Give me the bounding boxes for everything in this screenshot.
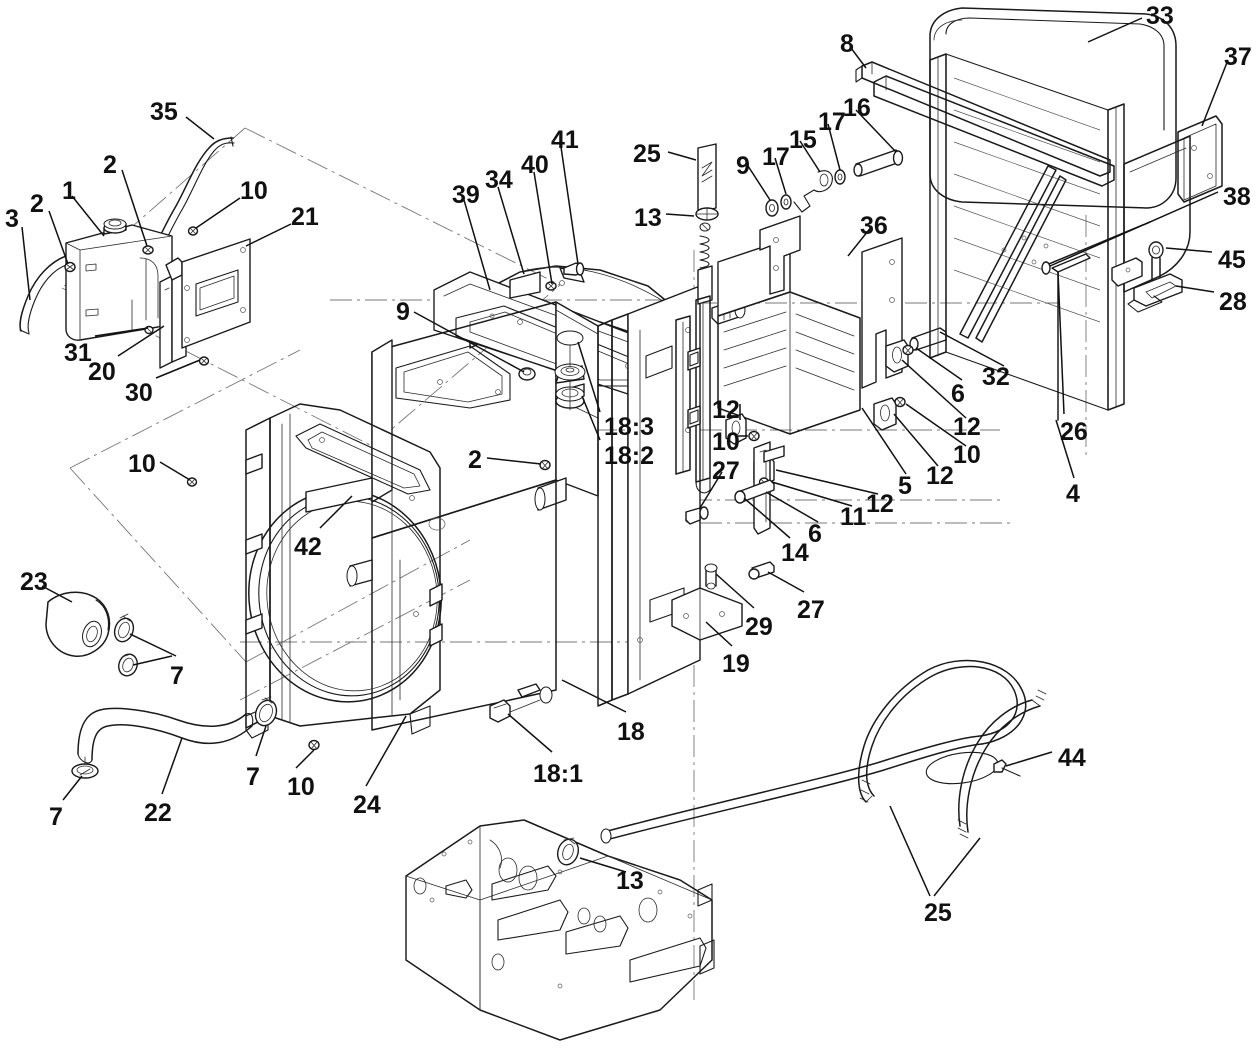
callout-24: 24 xyxy=(353,791,381,819)
callout-6: 6 xyxy=(951,380,965,408)
chassis-plate xyxy=(405,819,715,1041)
callout-13: 13 xyxy=(634,204,662,232)
callout-6: 6 xyxy=(808,520,822,548)
callout-10: 10 xyxy=(953,441,981,469)
callout-17: 17 xyxy=(818,108,846,136)
callout-36: 36 xyxy=(860,212,888,240)
callout-2: 2 xyxy=(468,446,482,474)
callout-44: 44 xyxy=(1058,744,1086,772)
callout-18-3: 18:3 xyxy=(604,413,655,441)
callout-27: 27 xyxy=(712,457,740,485)
callout-29: 29 xyxy=(745,613,773,641)
callout-23: 23 xyxy=(20,568,48,596)
callout-19: 19 xyxy=(722,650,750,678)
callout-20: 20 xyxy=(88,358,116,386)
hose-group xyxy=(45,591,320,779)
lower-hose-wires xyxy=(600,659,1047,841)
callout-27: 27 xyxy=(797,596,825,624)
callout-11: 11 xyxy=(840,503,867,531)
callout-1: 1 xyxy=(62,177,76,205)
callout-33: 33 xyxy=(1146,2,1174,30)
radiator-core xyxy=(371,285,743,731)
callout-7: 7 xyxy=(49,803,63,831)
callout-41: 41 xyxy=(551,126,579,154)
callout-12: 12 xyxy=(953,413,981,441)
callout-40: 40 xyxy=(521,151,549,179)
callout-18-1: 18:1 xyxy=(533,760,584,788)
callout-18: 18 xyxy=(617,718,645,746)
callout-39: 39 xyxy=(452,181,480,209)
callout-37: 37 xyxy=(1224,43,1252,71)
expansion-tank-group xyxy=(19,136,251,487)
callout-16: 16 xyxy=(843,94,871,122)
callout-10: 10 xyxy=(287,773,315,801)
callout-31: 31 xyxy=(64,339,92,367)
callout-10: 10 xyxy=(240,177,268,205)
callout-25: 25 xyxy=(924,899,952,927)
callout-2: 2 xyxy=(30,190,44,218)
callout-5: 5 xyxy=(898,472,912,500)
callout-34: 34 xyxy=(485,166,513,194)
callout-7: 7 xyxy=(170,662,184,690)
leader-lines xyxy=(21,17,1229,897)
callout-25: 25 xyxy=(633,140,661,168)
callout-10: 10 xyxy=(128,450,156,478)
callout-30: 30 xyxy=(125,379,153,407)
callout-18-2: 18:2 xyxy=(604,442,655,470)
callout-12: 12 xyxy=(866,490,894,518)
callout-42: 42 xyxy=(294,533,322,561)
callout-9: 9 xyxy=(396,298,410,326)
callout-28: 28 xyxy=(1219,288,1247,316)
callout-17: 17 xyxy=(762,143,790,171)
callout-26: 26 xyxy=(1060,418,1088,446)
callout-15: 15 xyxy=(789,126,817,154)
callout-13: 13 xyxy=(616,867,644,895)
callout-4: 4 xyxy=(1066,480,1080,508)
callout-45: 45 xyxy=(1218,246,1246,274)
rear-screen-assembly xyxy=(873,7,1223,421)
callout-2: 2 xyxy=(103,151,117,179)
latch-hardware xyxy=(765,61,1111,217)
callout-9: 9 xyxy=(736,152,750,180)
callout-3: 3 xyxy=(5,205,19,233)
callout-8: 8 xyxy=(840,30,854,58)
callout-32: 32 xyxy=(982,363,1010,391)
callout-14: 14 xyxy=(781,539,809,567)
callout-21: 21 xyxy=(291,203,319,231)
callout-38: 38 xyxy=(1223,183,1251,211)
callout-22: 22 xyxy=(144,799,172,827)
callout-12: 12 xyxy=(926,462,954,490)
callout-10: 10 xyxy=(712,428,740,456)
callout-12: 12 xyxy=(712,396,740,424)
callout-35: 35 xyxy=(150,98,178,126)
callout-7: 7 xyxy=(246,763,260,791)
